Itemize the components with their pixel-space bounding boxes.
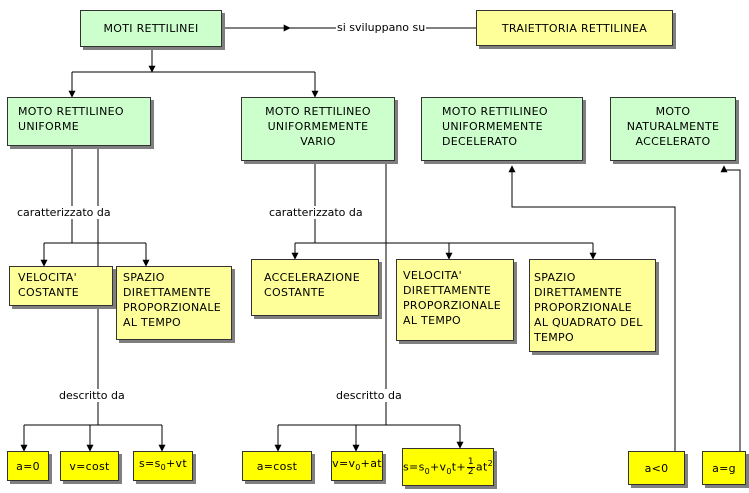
formula-a-zero-text: a=0 — [16, 459, 40, 473]
formula-a-cost: a=cost — [242, 451, 312, 481]
node-moti-rettilinei: MOTI RETTILINEI — [80, 10, 222, 47]
formula-a-zero: a=0 — [7, 451, 49, 481]
node-moto-rettilineo-uniformemente-decelerato: MOTO RETTILINEO UNIFORMEMENTE DECELERATO — [421, 97, 583, 161]
formula-a-cost-text: a=cost — [256, 459, 298, 473]
node-velocita-proporzionale-tempo: VELOCITA' DIRETTAMENTE PROPORZIONALE AL … — [396, 259, 514, 341]
node-traiettoria-rettilinea: TRAIETTORIA RETTILINEA — [476, 10, 673, 46]
label-descritto-da-1: descritto da — [58, 389, 126, 402]
node-moti-rettilinei-text: MOTI RETTILINEI — [103, 22, 199, 35]
edge-ag-mna — [720, 165, 741, 451]
label-caratterizzato-da-1: caratterizzato da — [16, 206, 112, 219]
formula-s-mru: s=s0+vt — [133, 451, 193, 481]
label-caratterizzato-da-2: caratterizzato da — [268, 206, 364, 219]
edge-aneg-mrud — [508, 165, 676, 451]
node-velocita-costante: VELOCITA' COSTANTE — [9, 266, 113, 306]
formula-v-mruv: v=v0+at — [331, 451, 383, 481]
node-moto-naturalmente-accelerato: MOTO NATURALMENTE ACCELERATO — [610, 97, 736, 161]
node-traiettoria-text: TRAIETTORIA RETTILINEA — [501, 21, 648, 35]
node-moto-rettilineo-uniforme: MOTO RETTILINEO UNIFORME — [7, 97, 151, 146]
node-spazio-proporzionale-tempo: SPAZIO DIRETTAMENTE PROPORZIONALE AL TEM… — [116, 266, 232, 340]
node-accelerazione-costante: ACCELERAZIONE COSTANTE — [251, 259, 379, 316]
formula-v-cost: v=cost — [60, 451, 119, 481]
node-moto-rettilineo-uniformemente-vario: MOTO RETTILINEO UNIFORMEMENTE VARIO — [241, 97, 395, 161]
formula-a-g-text: a=g — [712, 461, 736, 475]
label-descritto-da-2: descritto da — [335, 389, 403, 402]
formula-a-negativo-text: a<0 — [644, 461, 669, 475]
formula-a-negativo: a<0 — [628, 451, 685, 485]
formula-a-g: a=g — [702, 451, 746, 485]
node-spazio-proporzionale-quadrato: SPAZIO DIRETTAMENTE PROPORZIONALE AL QUA… — [529, 259, 656, 352]
formula-v-cost-text: v=cost — [69, 459, 110, 473]
formula-s-mru-text: s=s0+vt — [139, 457, 187, 473]
formula-v-mruv-text: v=v0+at — [332, 457, 382, 473]
label-si-sviluppano-su: si sviluppano su — [336, 21, 427, 34]
